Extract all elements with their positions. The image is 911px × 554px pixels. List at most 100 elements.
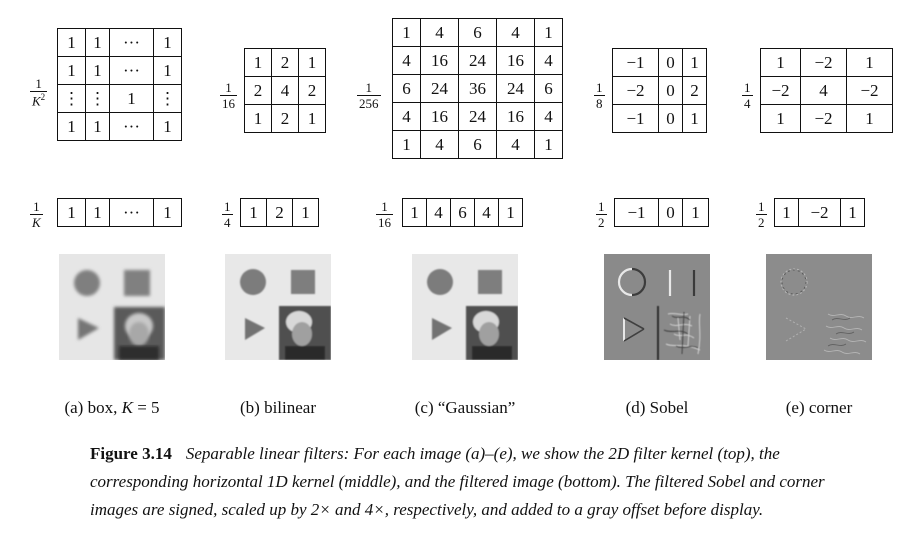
- kernel-cell: 24: [496, 74, 535, 103]
- kernel-cell: 1: [57, 28, 86, 57]
- kernel-cell: 16: [420, 102, 459, 131]
- kernel-cell: 16: [496, 102, 535, 131]
- kernel-cell: 2: [271, 48, 299, 77]
- box-filtered-image: [59, 254, 165, 360]
- einstein-photo: [466, 306, 518, 360]
- kernel-cell: 1: [846, 104, 893, 133]
- kernel-cell: 1: [292, 198, 319, 227]
- kernel-cell: 1: [682, 198, 709, 227]
- kernel-cell: 4: [420, 18, 459, 47]
- kernel-cell: 1: [534, 18, 563, 47]
- kernel-cell: 16: [496, 46, 535, 75]
- kernel-cell: 4: [392, 46, 421, 75]
- kernel-cell: 4: [496, 130, 535, 159]
- kernel-cell: ⋮: [153, 84, 182, 113]
- kernel-cell: 1: [244, 48, 272, 77]
- kernel-cell: 2: [298, 76, 326, 105]
- kernel-cell: 1: [153, 56, 182, 85]
- kernel-cell: 2: [244, 76, 272, 105]
- caption-sobel: (d) Sobel: [625, 398, 689, 417]
- gaussian-1d-scale: 1 16: [376, 199, 393, 230]
- figure-caption-text: Separable linear filters: For each image…: [90, 444, 825, 519]
- einstein-photo: [114, 307, 165, 360]
- kernel-cell: 4: [474, 198, 499, 227]
- bilinear-1d-scale: 1 4: [222, 199, 233, 230]
- kernel-cell: −2: [760, 76, 801, 105]
- kernel-cell: 1: [760, 48, 801, 77]
- kernel-cell: 1: [760, 104, 801, 133]
- kernel-cell: 6: [458, 130, 497, 159]
- kernel-cell: 1: [392, 18, 421, 47]
- kernel-cell: 1: [57, 198, 86, 227]
- kernel-cell: 1: [298, 48, 326, 77]
- kernel-cell: 1: [153, 28, 182, 57]
- kernel-cell: 0: [658, 76, 683, 105]
- kernel-cell: 6: [392, 74, 421, 103]
- kernel-row: ⋮⋮1⋮: [57, 84, 182, 113]
- kernel-cell: 4: [534, 102, 563, 131]
- kernel-cell: 1: [392, 130, 421, 159]
- kernel-cell: 4: [420, 130, 459, 159]
- kernel-cell: 4: [271, 76, 299, 105]
- kernel-cell: 24: [420, 74, 459, 103]
- caption-bilinear: (b) bilinear: [240, 398, 316, 417]
- kernel-cell: −2: [612, 76, 659, 105]
- kernel-cell: 24: [458, 46, 497, 75]
- caption-corner: (e) corner: [785, 398, 853, 417]
- corner-1d-scale: 1 2: [756, 199, 767, 230]
- kernel-cell: 4: [800, 76, 847, 105]
- kernel-cell: 1: [85, 112, 110, 141]
- sobel-1d-scale: 1 2: [596, 199, 607, 230]
- kernel-cell: −2: [798, 198, 841, 227]
- kernel-cell: 4: [534, 46, 563, 75]
- kernel-cell: 1: [109, 84, 154, 113]
- kernel-cell: −1: [614, 198, 659, 227]
- kernel-cell: 1: [774, 198, 799, 227]
- bilinear-filtered-image: [225, 254, 331, 360]
- einstein-corners: [823, 313, 867, 355]
- kernel-cell: 6: [458, 18, 497, 47]
- gaussian-2d-scale: 1 256: [357, 80, 381, 111]
- einstein-edges: [657, 306, 701, 360]
- caption-box: (a) box, K = 5: [64, 398, 160, 417]
- box-2d-scale: 1 K2: [30, 76, 48, 109]
- kernel-cell: 1: [240, 198, 267, 227]
- kernel-cell: 2: [271, 104, 299, 133]
- kernel-cell: 2: [266, 198, 293, 227]
- kernel-cell: −1: [612, 48, 659, 77]
- kernel-cell: 1: [57, 56, 86, 85]
- corner-2d-scale: 1 4: [742, 80, 753, 111]
- kernel-cell: 1: [57, 112, 86, 141]
- kernel-cell: −1: [612, 104, 659, 133]
- kernel-cell: ···: [109, 28, 154, 57]
- kernel-cell: 4: [496, 18, 535, 47]
- kernel-cell: 1: [244, 104, 272, 133]
- kernel-cell: −2: [800, 48, 847, 77]
- corner-filtered-image: [766, 254, 872, 360]
- kernel-cell: ···: [109, 112, 154, 141]
- kernel-cell: 4: [392, 102, 421, 131]
- kernel-cell: 1: [85, 28, 110, 57]
- kernel-cell: 1: [153, 198, 182, 227]
